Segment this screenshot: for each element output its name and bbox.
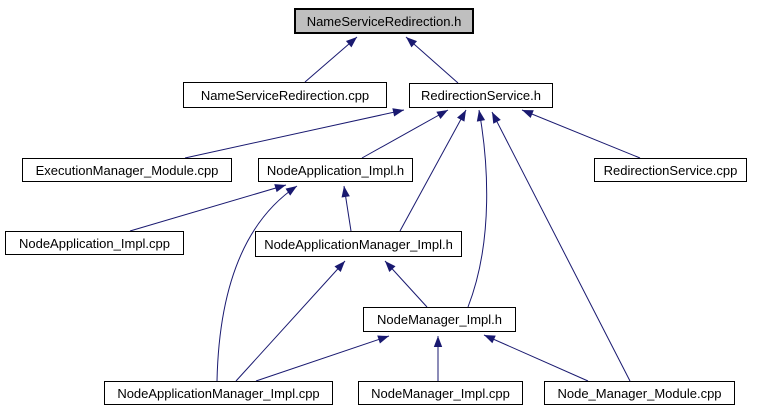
graph-node-nodeapplicationmanager-impl-h[interactable]: NodeApplicationManager_Impl.h <box>255 231 462 257</box>
graph-node-nameserviceredirection-cpp[interactable]: NameServiceRedirection.cpp <box>183 82 387 108</box>
graph-node-redirectionservice-h[interactable]: RedirectionService.h <box>409 83 553 108</box>
graph-node-nodeapplication-impl-cpp[interactable]: NodeApplication_Impl.cpp <box>5 231 184 255</box>
graph-node-nodeapplicationmanager-impl-cpp[interactable]: NodeApplicationManager_Impl.cpp <box>104 381 333 405</box>
graph-node-nameserviceredirection-h: NameServiceRedirection.h <box>294 8 474 34</box>
graph-node-executionmanager-module-cpp[interactable]: ExecutionManager_Module.cpp <box>22 158 232 182</box>
graph-node-redirectionservice-cpp[interactable]: RedirectionService.cpp <box>594 158 747 182</box>
graph-node-node-manager-module-cpp[interactable]: Node_Manager_Module.cpp <box>544 381 735 405</box>
graph-node-nodemanager-impl-cpp[interactable]: NodeManager_Impl.cpp <box>358 381 523 405</box>
graph-node-nodemanager-impl-h[interactable]: NodeManager_Impl.h <box>363 307 516 332</box>
graph-node-nodeapplication-impl-h[interactable]: NodeApplication_Impl.h <box>258 158 413 182</box>
